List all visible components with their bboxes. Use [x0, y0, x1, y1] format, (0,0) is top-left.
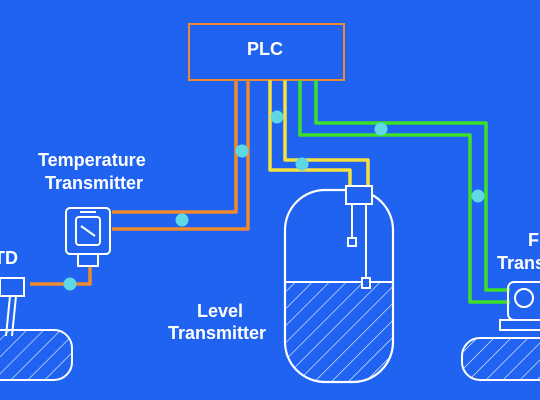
green-wire — [298, 80, 510, 304]
yellow-wire-inner — [283, 80, 370, 188]
green-wire-inner — [314, 80, 510, 292]
temperature-transmitter-label: Temperature — [38, 150, 146, 170]
junction-dot — [374, 122, 388, 136]
junction-dot — [471, 189, 485, 203]
flow-transmitter-label: F — [528, 230, 539, 250]
junction-dot — [63, 277, 77, 291]
right-pipe — [461, 337, 540, 381]
left-pipe — [0, 329, 73, 381]
junctions — [63, 110, 485, 291]
orange-wire-inner — [112, 80, 250, 231]
level-transmitter-probe — [345, 185, 373, 289]
flow-transmitter — [499, 281, 540, 331]
temperature-transmitter-label: Transmitter — [45, 173, 144, 193]
junction-dot — [175, 213, 189, 227]
plc-box[interactable] — [188, 23, 345, 81]
junction-dot — [270, 110, 284, 124]
junction-dot — [235, 144, 249, 158]
level-transmitter-label: Transmitter — [168, 323, 267, 343]
level-transmitter-label: Level — [197, 301, 244, 321]
temp-transmitter-face — [75, 216, 101, 246]
level-tank — [283, 188, 395, 384]
flow-transmitter-label: Trans — [497, 253, 540, 273]
orange-wire-outer — [112, 80, 238, 214]
temperature-transmitter — [65, 207, 111, 267]
junction-dot — [295, 157, 309, 171]
yellow-wire — [268, 80, 370, 188]
orange-wire-rtd — [30, 266, 92, 286]
yellow-wire-outer — [268, 80, 352, 188]
green-wire-outer — [298, 80, 510, 304]
plc-label: PLC — [247, 39, 283, 59]
rtd-sensor — [0, 277, 25, 337]
orange-wire — [30, 80, 250, 286]
rtd-label: TD — [0, 248, 18, 268]
